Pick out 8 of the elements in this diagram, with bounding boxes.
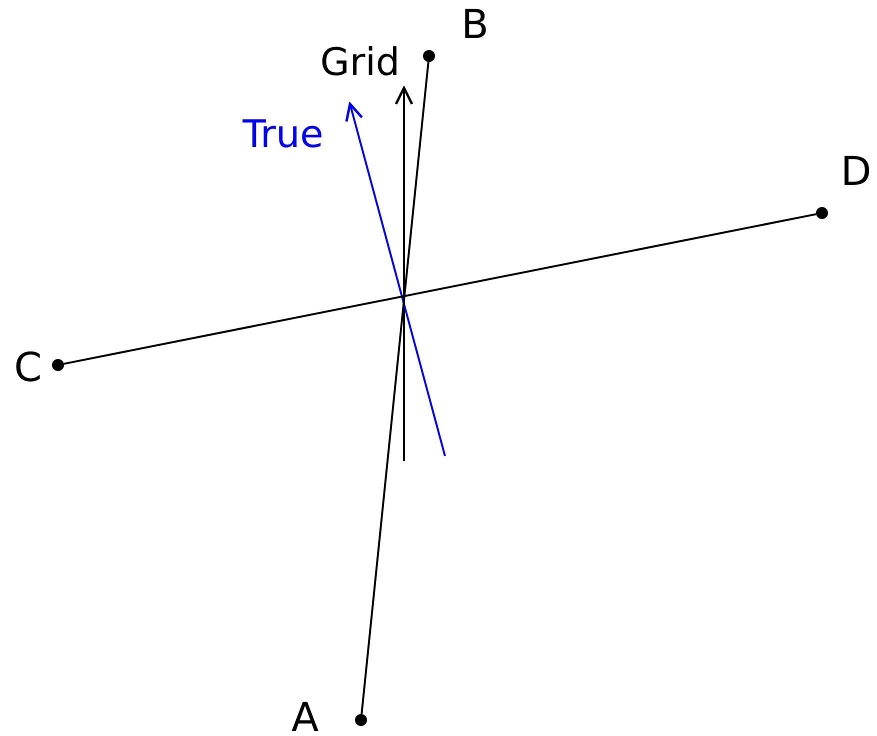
point-label: D [840, 152, 872, 192]
point-label: B [461, 5, 489, 45]
line-segment [64, 213, 816, 365]
direction-label: True [242, 115, 324, 153]
line-segment [360, 62, 430, 714]
direction-label: Grid [320, 43, 400, 81]
point-label: A [291, 698, 319, 736]
point-label: C [14, 348, 42, 388]
